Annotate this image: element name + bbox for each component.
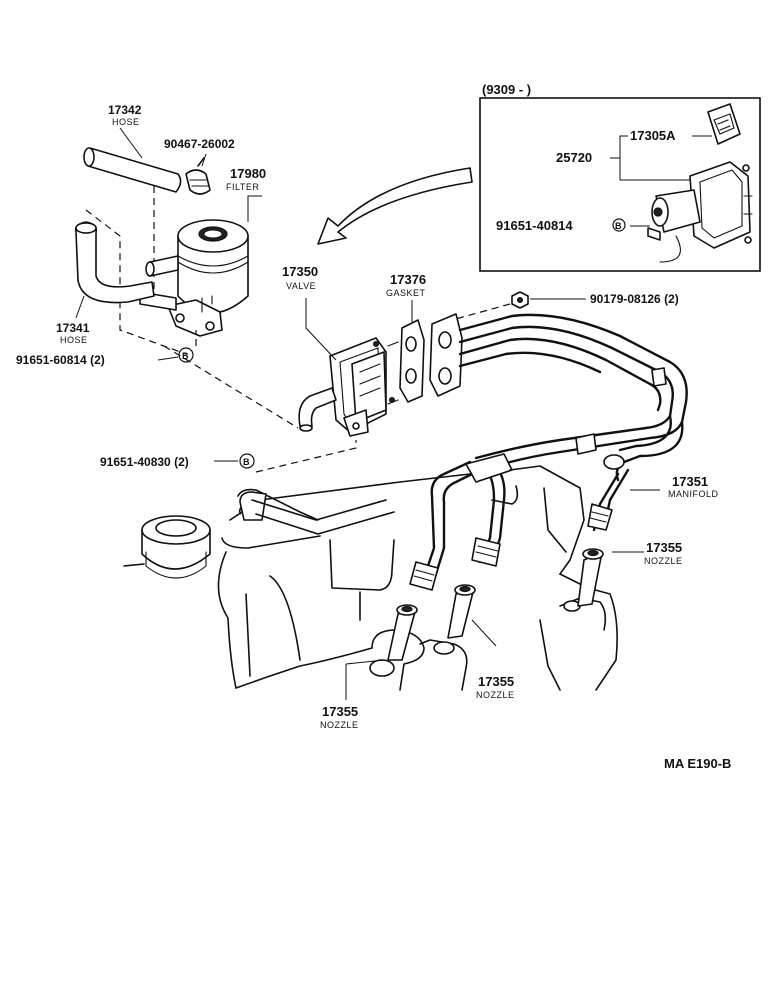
part-number-17351: 17351 xyxy=(672,474,708,489)
part-label-17350: 17350 VALVE xyxy=(282,264,318,291)
part-number-17342: 17342 xyxy=(108,103,142,117)
hose-17342-icon xyxy=(83,147,182,193)
cylinder-head-outline-icon xyxy=(123,465,618,691)
inset-part-25720: 25720 xyxy=(556,150,592,165)
part-number-17376: 17376 xyxy=(390,272,426,287)
part-label-90179: 90179-08126 (2) xyxy=(590,292,679,306)
part-name-17355-left: NOZZLE xyxy=(320,720,359,730)
part-name-17350: VALVE xyxy=(286,281,316,291)
part-label-17355-center: 17355 NOZZLE xyxy=(476,674,515,700)
part-label-91651-60814: 91651-60814 (2) xyxy=(16,353,105,367)
part-name-17351: MANIFOLD xyxy=(668,489,719,499)
part-label-90467: 90467-26002 xyxy=(164,137,235,151)
inset-part-17305a: 17305A xyxy=(630,128,676,143)
manifold-flange-icon xyxy=(429,313,463,397)
part-name-17355-right: NOZZLE xyxy=(644,556,683,566)
part-label-17355-right: 17355 NOZZLE xyxy=(644,540,683,566)
part-number-17355-center: 17355 xyxy=(478,674,514,689)
air-injection-manifold-17351-icon xyxy=(409,313,688,591)
hose-17341-icon xyxy=(74,221,155,304)
part-name-17355-center: NOZZLE xyxy=(476,690,515,700)
filter-17980-icon xyxy=(139,219,249,337)
part-number-17341: 17341 xyxy=(56,321,90,335)
diagram-code: MA E190-B xyxy=(664,756,731,771)
nozzle-17355-center-icon xyxy=(447,584,476,639)
part-number-91651-40830: 91651-40830 (2) xyxy=(100,455,189,469)
part-label-17980: 17980 FILTER xyxy=(226,166,266,192)
bolt-b-marker-valve-icon: B xyxy=(239,453,255,469)
nozzle-17355-left-icon xyxy=(387,604,418,661)
part-name-17980: FILTER xyxy=(226,182,259,192)
part-number-90467: 90467-26002 xyxy=(164,137,235,151)
direction-arrow-icon xyxy=(317,167,473,245)
nozzle-17355-right-icon xyxy=(577,548,604,607)
inset-part-91651-40814: 91651-40814 xyxy=(496,218,573,233)
hose-clamp-icon xyxy=(185,157,211,195)
part-name-17376: GASKET xyxy=(386,288,426,298)
inset-bolt-b-marker-letter: B xyxy=(615,221,622,231)
inset-revision-box: (9309 - ) 17305A 25720 91651-40814 B xyxy=(479,82,761,272)
part-number-17980: 17980 xyxy=(230,166,266,181)
nut-90179-icon xyxy=(511,291,529,309)
gasket-17376-icon xyxy=(399,319,425,403)
part-label-17342: 17342 HOSE xyxy=(108,103,142,127)
part-number-17350: 17350 xyxy=(282,264,318,279)
part-name-17341: HOSE xyxy=(60,335,88,345)
vsv-valve-icon xyxy=(647,161,753,263)
part-label-17376: 17376 GASKET xyxy=(386,272,426,298)
bolt-b-marker-valve-letter: B xyxy=(243,457,250,467)
part-number-90179: 90179-08126 (2) xyxy=(590,292,679,306)
part-number-17355-left: 17355 xyxy=(322,704,358,719)
part-label-17355-left: 17355 NOZZLE xyxy=(320,704,359,730)
part-label-17351: 17351 MANIFOLD xyxy=(668,474,719,499)
part-name-17342: HOSE xyxy=(112,117,140,127)
part-label-91651-40830: 91651-40830 (2) xyxy=(100,455,189,469)
air-suction-valve-17350-icon xyxy=(298,337,399,437)
inset-bolt-b-marker-icon: B xyxy=(612,218,626,232)
bolt-b-marker-filter-letter: B xyxy=(182,351,189,361)
part-number-17355-right: 17355 xyxy=(646,540,682,555)
connector-plug-icon xyxy=(707,103,741,145)
inset-date-range: (9309 - ) xyxy=(482,82,531,97)
part-label-17341: 17341 HOSE xyxy=(56,321,90,345)
part-number-91651-60814: 91651-60814 (2) xyxy=(16,353,105,367)
